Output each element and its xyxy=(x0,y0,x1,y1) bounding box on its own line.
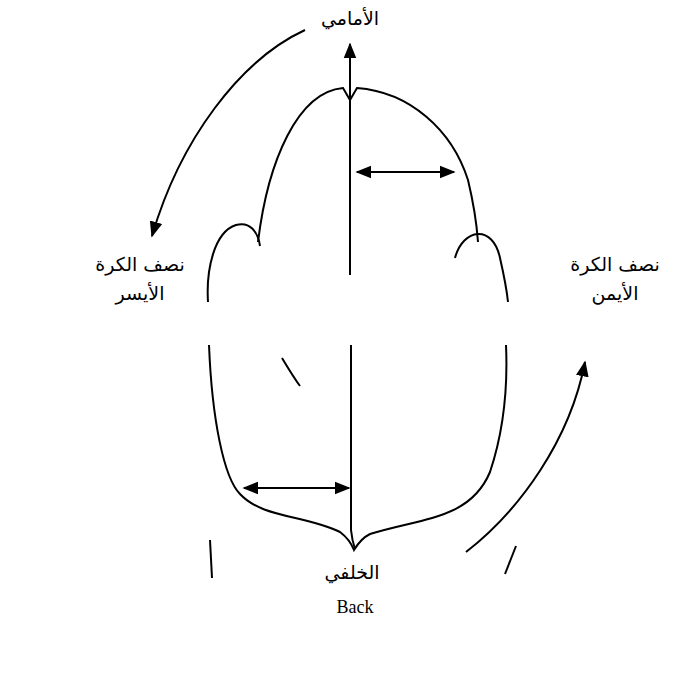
tick-mark xyxy=(505,546,516,574)
rotation-arrow-left xyxy=(152,30,305,236)
right-lobe-outline xyxy=(455,234,508,302)
width-arrow-back xyxy=(244,487,349,489)
frontal-outline xyxy=(258,88,478,242)
hemisphere-label: نصف الكرة الأيسر xyxy=(84,250,196,309)
hemisphere-label: نصف الكرة الأيمن xyxy=(559,250,671,309)
small-sulcus xyxy=(282,358,300,386)
left-lobe-outline xyxy=(208,224,260,302)
posterior-fissure xyxy=(351,345,355,549)
tick-mark xyxy=(210,540,212,578)
midline-arrow xyxy=(349,44,351,275)
posterior-outline xyxy=(209,345,506,550)
rotation-arrow-right xyxy=(466,362,585,552)
direction-label: الخلفي xyxy=(272,558,432,587)
direction-label: الأمامي xyxy=(270,4,430,33)
width-arrow-front xyxy=(357,171,454,173)
caption-label: Back xyxy=(275,594,435,622)
